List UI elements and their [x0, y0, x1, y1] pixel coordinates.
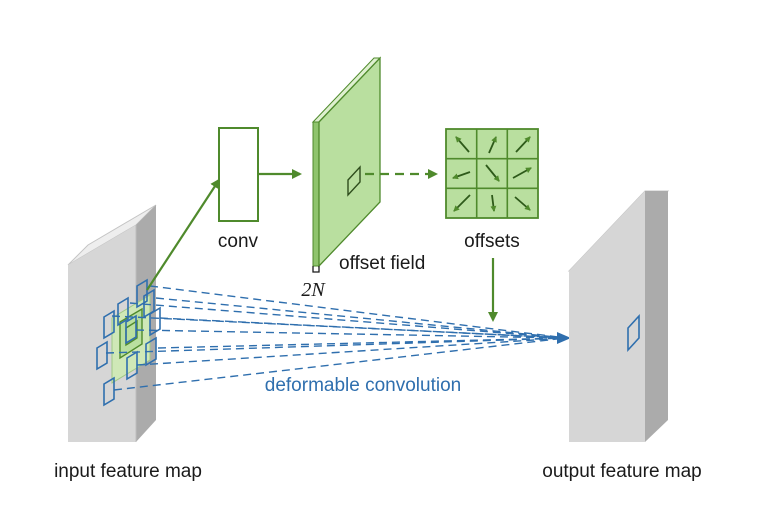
offset-arrow — [452, 171, 471, 180]
offset-arrow — [514, 196, 531, 211]
offsets-grid — [445, 128, 539, 219]
output-feature-map — [567, 190, 670, 442]
channels-label: 2N — [301, 279, 326, 301]
output-feature-map-label: output feature map — [542, 461, 702, 482]
offsets-label: offsets — [464, 231, 520, 252]
arrow-input-to-conv — [146, 178, 221, 291]
channel-bracket — [312, 266, 320, 273]
conv-label: conv — [218, 231, 259, 252]
offset-field-window — [347, 165, 361, 197]
deformable-convolution-rays — [105, 285, 567, 391]
sample-location — [145, 336, 157, 367]
sample-location — [103, 376, 115, 407]
offset-arrow — [485, 164, 500, 182]
sample-location — [96, 340, 108, 371]
input-feature-map-label: input feature map — [54, 461, 202, 482]
offset-arrow — [453, 194, 471, 212]
sample-location — [117, 296, 129, 327]
sample-location — [126, 350, 138, 381]
sample-location — [125, 314, 137, 345]
offset-arrow — [515, 136, 531, 153]
sample-location — [136, 278, 148, 309]
offset-field-label: offset field — [339, 253, 425, 274]
sample-location — [103, 309, 115, 340]
deformable-convolution-label: deformable convolution — [265, 375, 461, 396]
conv-box — [218, 127, 259, 222]
output-location — [627, 313, 640, 353]
deformed-sampling-locations — [96, 278, 161, 407]
offset-arrow — [455, 136, 470, 153]
offset-field — [311, 56, 382, 268]
offset-arrow — [490, 194, 497, 212]
sample-location — [149, 306, 161, 337]
offset-arrow — [488, 136, 497, 154]
offset-arrow — [512, 167, 532, 179]
